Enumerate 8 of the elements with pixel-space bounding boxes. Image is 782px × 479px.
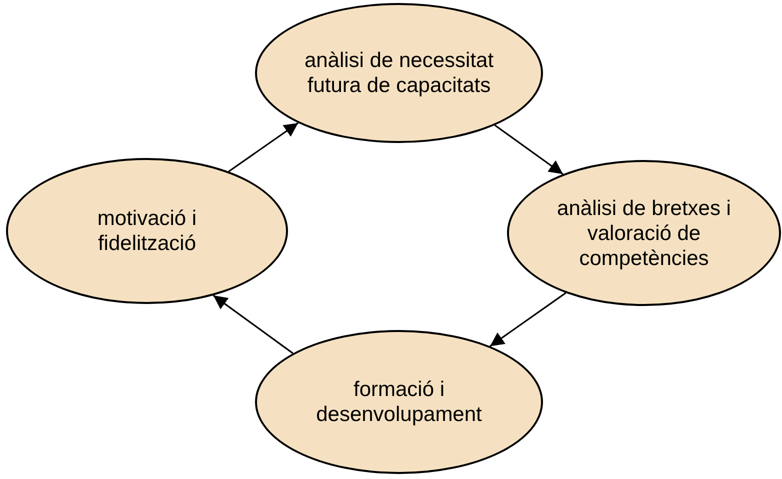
arrow bbox=[212, 294, 294, 354]
node-label: motivació i fidelització bbox=[96, 206, 198, 256]
arrow bbox=[228, 122, 299, 172]
node-label: formació i desenvolupament bbox=[315, 377, 483, 427]
node-label: anàlisi de necessitat futura de capacitats bbox=[303, 48, 495, 98]
arrow bbox=[494, 124, 564, 175]
arrow bbox=[490, 292, 566, 347]
node-label: anàlisi de bretxes i valoració de competències bbox=[556, 196, 732, 270]
